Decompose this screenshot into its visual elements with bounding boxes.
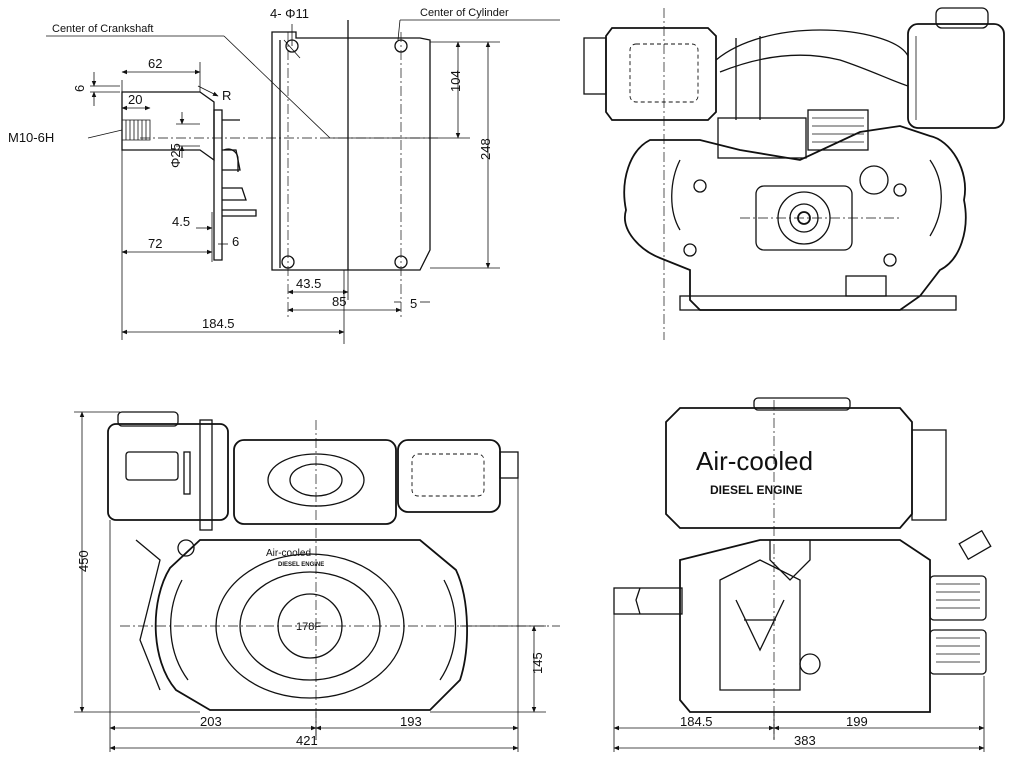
pump-housing bbox=[717, 117, 807, 159]
right-oil-plug bbox=[799, 653, 821, 675]
crankcase-ribs bbox=[671, 159, 942, 237]
dim-4-5: 4.5 bbox=[172, 214, 190, 229]
dim-145: 145 bbox=[530, 652, 545, 674]
pipe-middle bbox=[719, 54, 909, 87]
radius-label: R bbox=[222, 88, 231, 103]
flange-details bbox=[222, 119, 257, 217]
dim-6-top: 6 bbox=[72, 85, 87, 92]
front-left-linkage bbox=[135, 539, 161, 691]
air-cleaner-body bbox=[605, 27, 717, 121]
dim-104: 104 bbox=[448, 70, 463, 92]
right-shaft-keyway bbox=[635, 587, 641, 615]
dim-phi25: Φ25 bbox=[168, 143, 183, 168]
front-pipe bbox=[199, 419, 213, 531]
air-cleaner-cap bbox=[583, 37, 607, 95]
right-muffler-fins bbox=[936, 583, 980, 663]
base-rail bbox=[679, 295, 957, 311]
bracket-lines bbox=[735, 36, 761, 120]
dim-85: 85 bbox=[332, 294, 346, 309]
right-cover-detail bbox=[735, 599, 785, 652]
dim-199: 199 bbox=[846, 714, 868, 729]
right-cover-plate bbox=[719, 559, 801, 691]
flange-plate bbox=[213, 109, 223, 261]
dim-6-low: 6 bbox=[232, 234, 239, 249]
mount-hole-top-left bbox=[285, 39, 299, 53]
center-of-cylinder-label: Center of Cylinder bbox=[420, 7, 509, 19]
bolt-1 bbox=[693, 179, 707, 193]
right-muffler-upper bbox=[929, 575, 987, 621]
dim-193: 193 bbox=[400, 714, 422, 729]
crankshaft-leader-diag bbox=[223, 35, 331, 139]
front-exhaust-pipe bbox=[499, 451, 519, 479]
front-left-knob bbox=[177, 539, 195, 557]
thread-leader bbox=[87, 129, 123, 139]
bolt-3 bbox=[883, 253, 897, 267]
thread-label: M10-6H bbox=[8, 130, 54, 145]
right-top-cap bbox=[753, 397, 851, 411]
bolt-2 bbox=[893, 183, 907, 197]
front-housing-ribs bbox=[170, 579, 457, 681]
engine-right-view: Air-cooled DIESEL ENGINE 184.5 199 383 bbox=[613, 397, 992, 752]
model-number: 178F bbox=[296, 621, 321, 633]
center-of-crankshaft-label: Center of Crankshaft bbox=[52, 23, 154, 35]
front-muffler bbox=[397, 439, 501, 513]
engine-top-right-view bbox=[583, 7, 1005, 340]
dim-62: 62 bbox=[148, 56, 162, 71]
front-fuel-window bbox=[125, 451, 179, 481]
dim-203: 203 bbox=[200, 714, 222, 729]
injector-fins bbox=[812, 117, 864, 143]
front-fuel-tank bbox=[107, 423, 229, 521]
front-cylinder-head bbox=[233, 439, 397, 525]
radius-leader bbox=[197, 85, 219, 97]
dim-20: 20 bbox=[128, 92, 142, 107]
fuel-tank bbox=[907, 23, 1005, 129]
crankcase-outline bbox=[623, 125, 967, 311]
holes-label: 4- Φ11 bbox=[270, 6, 309, 21]
right-crankshaft-stub bbox=[613, 587, 683, 615]
cylinder-leader-drop bbox=[397, 19, 401, 41]
dim-383: 383 bbox=[794, 733, 816, 748]
dim-right-184-5: 184.5 bbox=[680, 714, 713, 729]
governor-boss bbox=[859, 165, 889, 195]
dim-72: 72 bbox=[148, 236, 162, 251]
front-fuel-gauge bbox=[183, 451, 191, 495]
pipe-upper bbox=[715, 29, 909, 61]
front-badge-title: Air-cooled bbox=[266, 548, 311, 559]
front-muffler-panel bbox=[411, 453, 485, 497]
right-badge-sub: DIESEL ENGINE bbox=[710, 483, 802, 497]
thread-hatching bbox=[122, 119, 151, 141]
injector-block bbox=[807, 109, 869, 151]
dim-450: 450 bbox=[76, 550, 91, 572]
drain-plug bbox=[845, 275, 887, 297]
dim-421: 421 bbox=[296, 733, 318, 748]
right-muffler-lower bbox=[929, 629, 987, 675]
front-fan-housing bbox=[154, 539, 468, 711]
base-plate-outline bbox=[271, 31, 431, 271]
bolt-4 bbox=[683, 243, 697, 257]
right-injector bbox=[769, 540, 811, 581]
front-badge-sub: DIESEL ENGINE bbox=[278, 562, 324, 568]
dim-5: 5 bbox=[410, 296, 417, 311]
dim-248: 248 bbox=[478, 138, 493, 160]
dim-184-5: 184.5 bbox=[202, 316, 235, 331]
dim-43-5: 43.5 bbox=[296, 276, 321, 291]
shaft-curve bbox=[223, 148, 239, 172]
right-side-flange bbox=[911, 429, 947, 521]
fuel-cap bbox=[935, 7, 989, 29]
engine-front-view: 178F Air-cooled DIESEL ENGINE 450 145 20… bbox=[74, 411, 560, 752]
front-fuel-cap bbox=[117, 411, 179, 427]
right-badge-title: Air-cooled bbox=[696, 446, 813, 476]
right-exhaust-elbow bbox=[958, 529, 992, 561]
mounting-base-view: Center of Crankshaft Center of Cylinder … bbox=[8, 6, 560, 344]
